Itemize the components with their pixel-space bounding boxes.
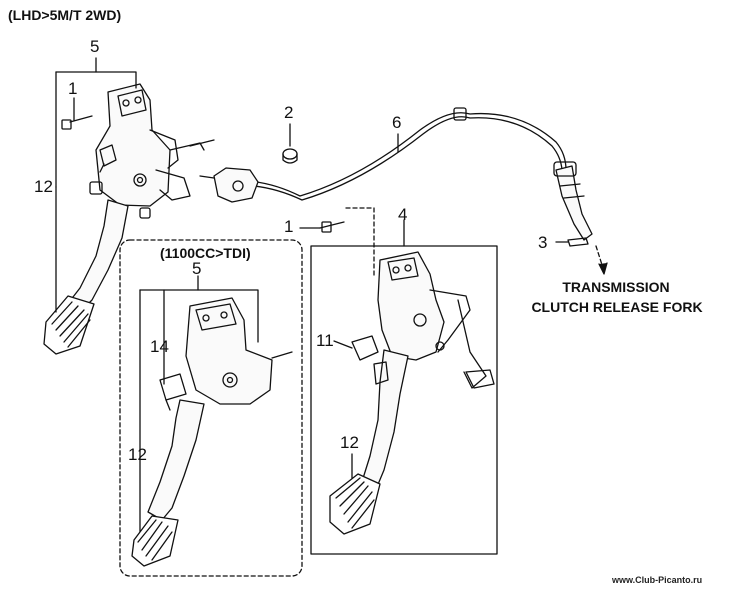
right-pedal-assembly [329,251,495,535]
destination-line-2: CLUTCH RELEASE FORK [531,299,703,315]
leader-main-5 [55,71,137,89]
leader-inset-5 [139,289,259,343]
callout-bolt-right: 1 [284,217,294,236]
callout-bushing: 2 [284,103,294,122]
callout-assy-inset: 5 [192,259,202,278]
callout-assy-main: 5 [90,37,100,56]
callout-pedal-inset: 12 [128,445,147,464]
callout-bracket-right: 11 [316,331,334,350]
callout-cable: 6 [392,113,402,132]
bushing-part [282,148,298,164]
callout-pedal-main: 12 [34,177,53,196]
diagram-header: (LHD>5M/T 2WD) [8,7,122,23]
main-pedal-assembly [43,83,215,355]
destination-line-1: TRANSMISSION [562,279,670,295]
pin-part [567,237,589,247]
callout-bolt-main: 1 [68,79,78,98]
variant-label: (1100CC>TDI) [160,245,251,261]
variant-inset-box [119,239,303,577]
inset-pedal-assembly [131,297,293,567]
clutch-cable [199,107,593,241]
callout-pin: 3 [538,233,548,252]
callout-assy-right: 4 [398,205,408,224]
callout-pedal-right: 12 [340,433,359,452]
watermark: www.Club-Picanto.ru [612,575,703,585]
callout-switch-inset: 14 [150,337,169,356]
